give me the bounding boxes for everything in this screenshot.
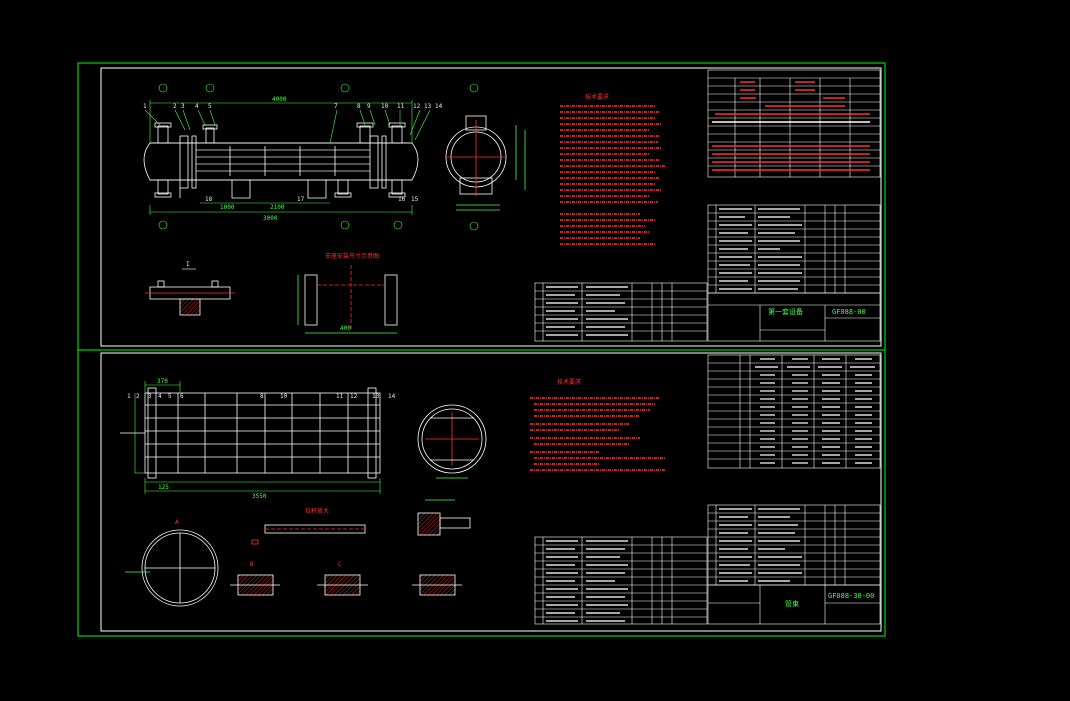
top-technical-requirements: 技术要求 (585, 93, 609, 101)
top-design-data-table (707, 69, 881, 178)
bottom-title-block (707, 584, 881, 625)
svg-text:1: 1 (143, 103, 147, 110)
tie-rod-detail-title: 拉杆放大 (305, 507, 329, 515)
svg-text:13: 13 (424, 103, 432, 110)
svg-text:3: 3 (148, 393, 152, 400)
top-dimension-lines (144, 100, 431, 215)
svg-text:5: 5 (168, 393, 172, 400)
svg-text:11: 11 (397, 103, 405, 110)
bottom-title-text: 管束 (785, 599, 799, 608)
top-parts-list-lower (534, 282, 708, 342)
top-title-block (707, 292, 881, 342)
section-B-title: B (250, 561, 254, 568)
bottom-weld-details (230, 574, 462, 596)
top-design-data-marks (712, 81, 870, 171)
svg-text:4: 4 (195, 103, 199, 110)
bottom-tie-rod-detail (251, 524, 366, 545)
svg-text:2: 2 (173, 103, 177, 110)
svg-text:2: 2 (136, 393, 140, 400)
section-A-title: A (175, 519, 179, 526)
svg-text:10: 10 (280, 393, 288, 400)
svg-text:125: 125 (158, 484, 169, 491)
bottom-dimension-lines (134, 381, 381, 494)
bottom-tube-data-marks (755, 358, 875, 464)
top-end-view (445, 115, 526, 211)
bottom-parts-list (707, 504, 881, 586)
top-end-view-markers (469, 83, 479, 231)
top-drawing-number: GF088-00 (832, 308, 866, 316)
section-C-title: C (338, 561, 342, 568)
svg-text:17: 17 (297, 196, 305, 203)
bottom-parts-list-rows (719, 508, 802, 582)
bottom-dimension-text: 370 3550 125 (157, 378, 267, 500)
svg-text:技术要求: 技术要求 (585, 93, 609, 101)
svg-text:3550: 3550 (252, 493, 267, 500)
top-section-I (145, 280, 235, 316)
svg-text:6: 6 (180, 393, 184, 400)
svg-text:9: 9 (367, 103, 371, 110)
support-detail-title: 支座安装尺寸示意图 (325, 252, 379, 260)
svg-text:11: 11 (336, 393, 344, 400)
bottom-tube-sheet-view (417, 404, 487, 479)
top-dimension-text: 4000 3000 1000 2100 (220, 96, 287, 222)
svg-text:4000: 4000 (272, 96, 287, 103)
support-detail-width: 400 (340, 325, 351, 332)
top-parts-list-lower-rows (546, 286, 628, 336)
bottom-parts-list-lower (534, 536, 708, 625)
svg-text:1: 1 (127, 393, 131, 400)
svg-text:3: 3 (181, 103, 185, 110)
svg-text:14: 14 (388, 393, 396, 400)
bottom-flange-detail (417, 499, 471, 536)
bottom-part-number-labels: 1 2 3 4 5 6 8 10 11 12 13 14 (127, 393, 396, 400)
svg-text:370: 370 (157, 378, 168, 385)
svg-text:16: 16 (398, 196, 406, 203)
svg-text:8: 8 (260, 393, 264, 400)
top-title-text: 第一套设备 (768, 307, 803, 316)
top-sheet-frame (100, 67, 882, 347)
svg-text:5: 5 (208, 103, 212, 110)
top-heat-exchanger-elevation (143, 122, 419, 199)
svg-text:3000: 3000 (263, 215, 278, 222)
bottom-baffle-section (125, 529, 219, 607)
top-part-number-labels: 1 2 3 4 5 7 8 9 10 11 12 13 14 15 16 17 … (143, 103, 443, 203)
bottom-drawing-number: GF088-30-00 (828, 592, 874, 600)
top-tech-note-lines (560, 105, 665, 245)
svg-text:12: 12 (350, 393, 358, 400)
svg-text:15: 15 (411, 196, 419, 203)
svg-text:7: 7 (334, 103, 338, 110)
svg-text:10: 10 (381, 103, 389, 110)
svg-text:18: 18 (205, 196, 213, 203)
bottom-tech-title: 技术要求 (557, 378, 581, 386)
svg-text:4: 4 (158, 393, 162, 400)
top-parts-list-rows (719, 208, 802, 290)
svg-text:14: 14 (435, 103, 443, 110)
top-support-detail (297, 265, 398, 334)
svg-text:1000: 1000 (220, 204, 235, 211)
bottom-tube-data-table (707, 354, 881, 469)
bottom-tech-note-lines (530, 397, 665, 471)
svg-text:12: 12 (413, 103, 421, 110)
svg-text:8: 8 (357, 103, 361, 110)
bottom-parts-list-lower-rows (546, 540, 628, 622)
svg-text:2100: 2100 (270, 204, 285, 211)
top-nozzle-markers (158, 83, 403, 230)
section-I-label: I (186, 261, 190, 268)
svg-text:13: 13 (372, 393, 380, 400)
bottom-tube-bundle-elevation (120, 387, 381, 479)
bottom-sheet-frame (100, 352, 882, 632)
